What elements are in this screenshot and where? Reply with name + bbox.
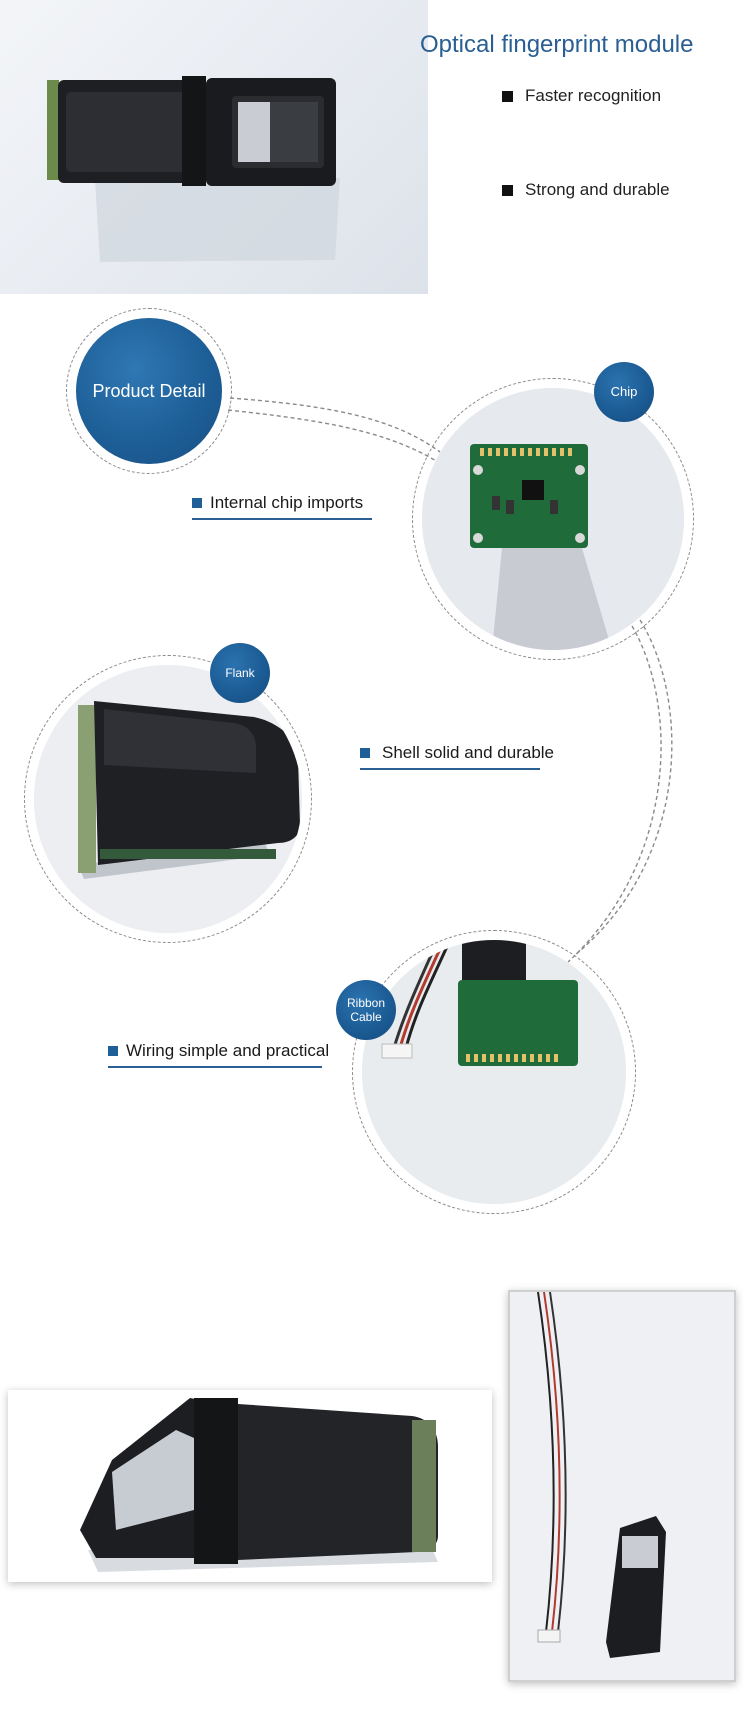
pcb-chip-illustration [422, 388, 684, 650]
module-side-illustration [34, 665, 302, 933]
product-detail-ring [66, 308, 232, 474]
chip-ring [412, 378, 694, 660]
feature-label: Strong and durable [525, 180, 670, 199]
chip-callout: Internal chip imports [192, 493, 363, 513]
bullet-square-icon [360, 748, 370, 758]
module-angle-illustration [8, 1390, 492, 1582]
product-detail-disc: Product Detail [76, 318, 222, 464]
bullet-square-icon [108, 1046, 118, 1056]
ribbon-photo [362, 940, 626, 1204]
ribbon-cable-badge: Ribbon Cable [336, 980, 396, 1040]
module-angle-photo [8, 1390, 492, 1582]
wiring-callout-underline [108, 1066, 322, 1068]
shell-callout-label: Shell solid and durable [382, 743, 555, 762]
chip-badge-label: Chip [610, 384, 638, 399]
product-detail-label: Product Detail [92, 380, 206, 401]
page-title: Optical fingerprint module [420, 31, 694, 58]
module-with-cable-illustration [510, 1292, 734, 1680]
ribbon-ring [352, 930, 636, 1214]
ribbon-badge-line2: Cable [350, 1010, 382, 1024]
feature-item: Strong and durable [502, 180, 670, 200]
flank-badge-label: Flank [225, 666, 255, 680]
bullet-square-icon [502, 90, 513, 102]
wiring-callout: Wiring simple and practical [108, 1041, 329, 1061]
shell-callout-underline [360, 768, 540, 770]
chip-callout-underline [192, 518, 372, 520]
hero-product-photo [0, 0, 428, 294]
ribbon-badge-line1: Ribbon [346, 996, 386, 1010]
feature-item: Faster recognition [502, 86, 661, 106]
flank-ring [24, 655, 312, 943]
chip-badge: Chip [594, 362, 654, 422]
bullet-square-icon [192, 498, 202, 508]
bullet-square-icon [502, 184, 513, 196]
feature-label: Faster recognition [525, 86, 662, 105]
fingerprint-module-illustration [47, 76, 340, 262]
module-cable-photo [508, 1290, 736, 1682]
wiring-callout-label: Wiring simple and practical [126, 1041, 330, 1060]
cable-module-illustration [362, 940, 626, 1204]
chip-callout-label: Internal chip imports [210, 493, 364, 512]
shell-callout: Shell solid and durable [360, 743, 554, 763]
chip-photo [422, 388, 684, 650]
flank-badge: Flank [210, 643, 270, 703]
flank-photo [34, 665, 302, 933]
